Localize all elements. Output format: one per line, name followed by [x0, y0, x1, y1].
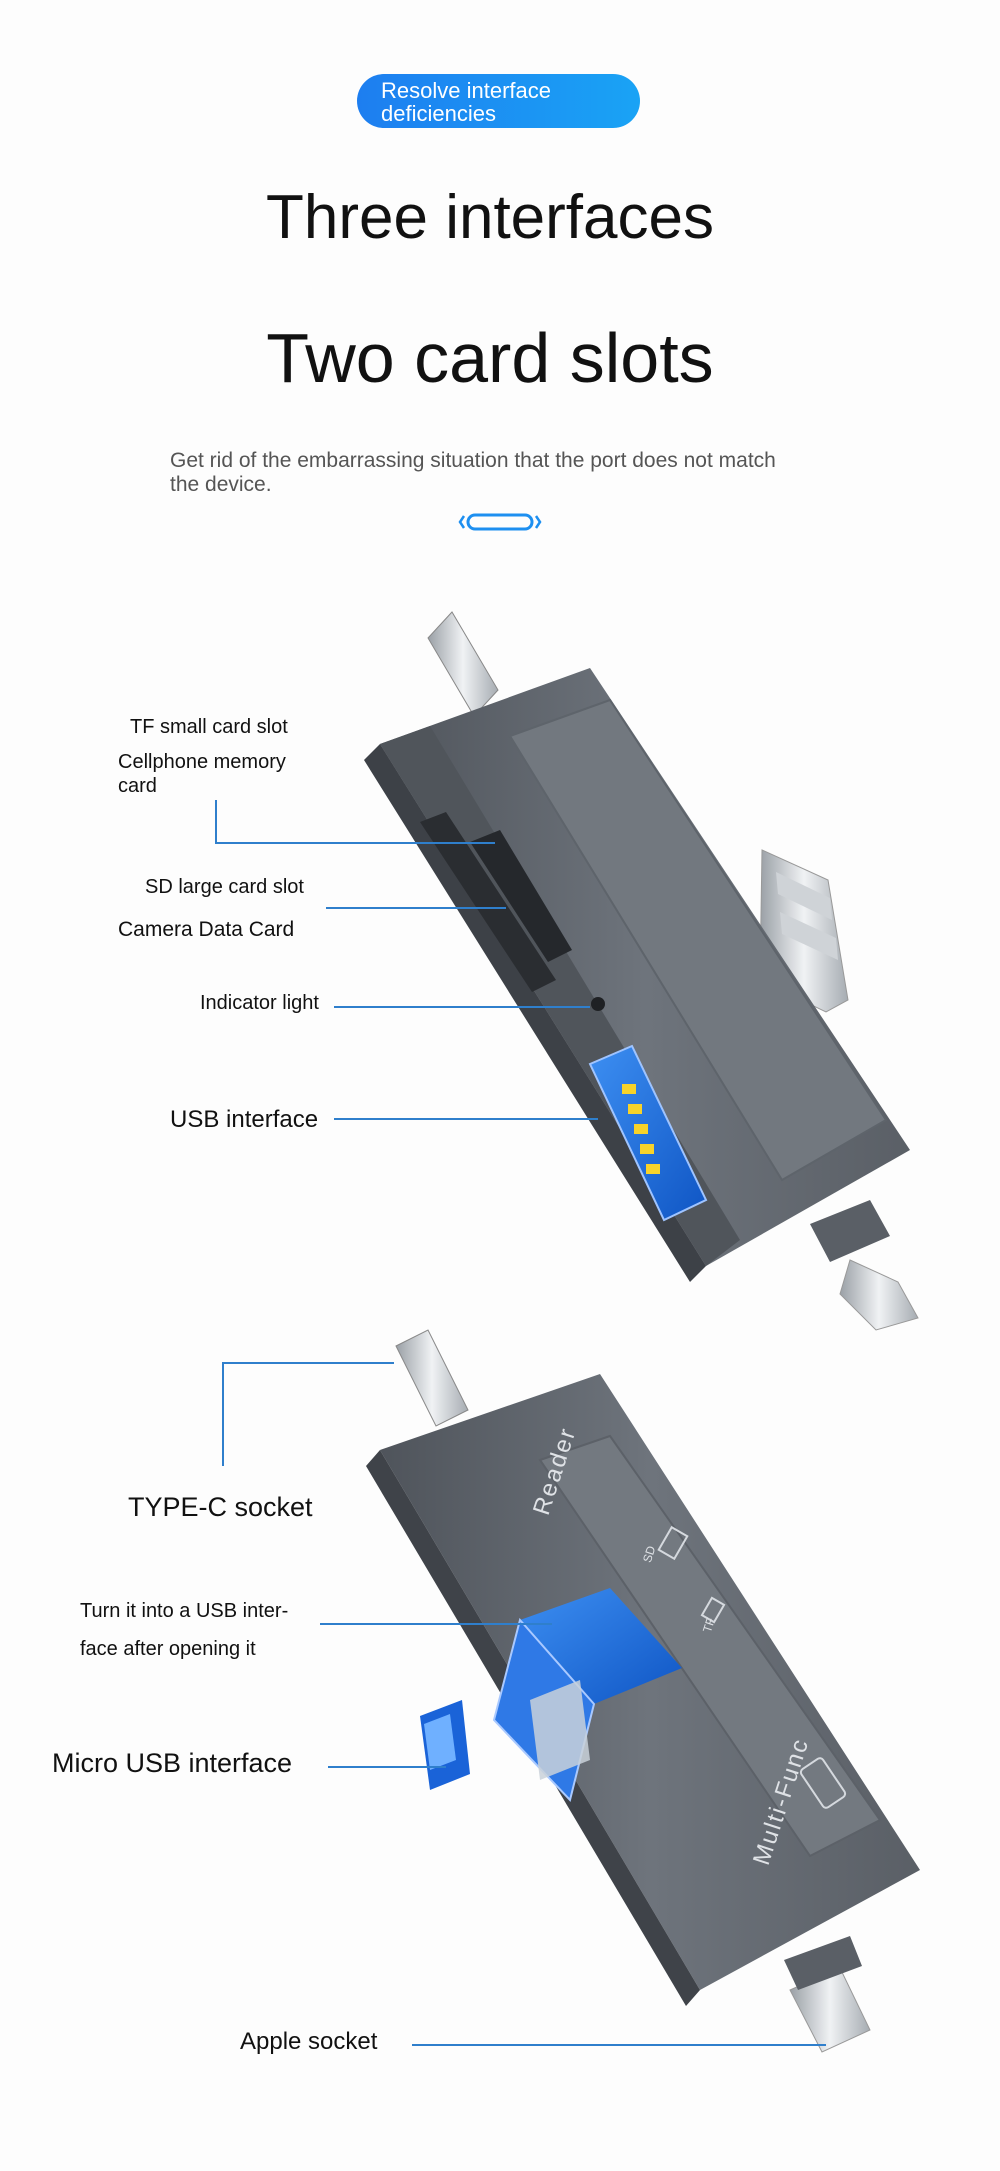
label-tf-desc: Cellphone memory card [118, 750, 286, 798]
label-turn-usb-line-2: face after opening it [80, 1638, 256, 1660]
leader-typec-horizontal [222, 1362, 394, 1364]
leader-apple [412, 2044, 826, 2046]
leader-micro-usb [328, 1766, 446, 1768]
badge-line-2: deficiencies [381, 101, 496, 126]
top-type-c-plug [427, 611, 499, 717]
label-tf-desc-line-2: card [118, 775, 157, 797]
label-apple-socket: Apple socket [240, 2028, 378, 2055]
headline-card-slots: Two card slots [266, 319, 714, 397]
leader-typec-vertical [222, 1362, 224, 1466]
label-usb-interface: USB interface [170, 1106, 319, 1133]
label-typec-socket: TYPE-C socket [128, 1492, 313, 1522]
label-micro-usb: Micro USB interface [52, 1748, 293, 1778]
type-c-connector-icon [458, 513, 542, 531]
leader-tf-vertical [215, 800, 217, 844]
leader-indicator [334, 1006, 590, 1008]
label-turn-usb: Turn it into a USB inter- face after ope… [80, 1592, 288, 1668]
leader-usb [334, 1118, 598, 1120]
subtitle: Get rid of the embarrassing situation th… [170, 449, 850, 497]
leader-tf-horizontal [215, 842, 495, 844]
label-tf-slot: TF small card slot [130, 716, 288, 738]
badge-line-1: Resolve interface [381, 78, 551, 103]
label-indicator-light: Indicator light [200, 992, 319, 1014]
label-sd-slot: SD large card slot [145, 876, 304, 898]
subtitle-line-2: the device. [170, 473, 272, 496]
leader-turn-usb [320, 1623, 552, 1625]
label-turn-usb-line-1: Turn it into a USB inter- [80, 1600, 289, 1622]
feature-badge: Resolve interface deficiencies [357, 74, 640, 128]
subtitle-line-1: Get rid of the embarrassing situation th… [170, 449, 776, 472]
leader-sd [326, 907, 506, 909]
label-tf-desc-line-1: Cellphone memory [118, 751, 286, 773]
label-sd-desc: Camera Data Card [118, 918, 295, 941]
headline-interfaces: Three interfaces [266, 183, 714, 252]
